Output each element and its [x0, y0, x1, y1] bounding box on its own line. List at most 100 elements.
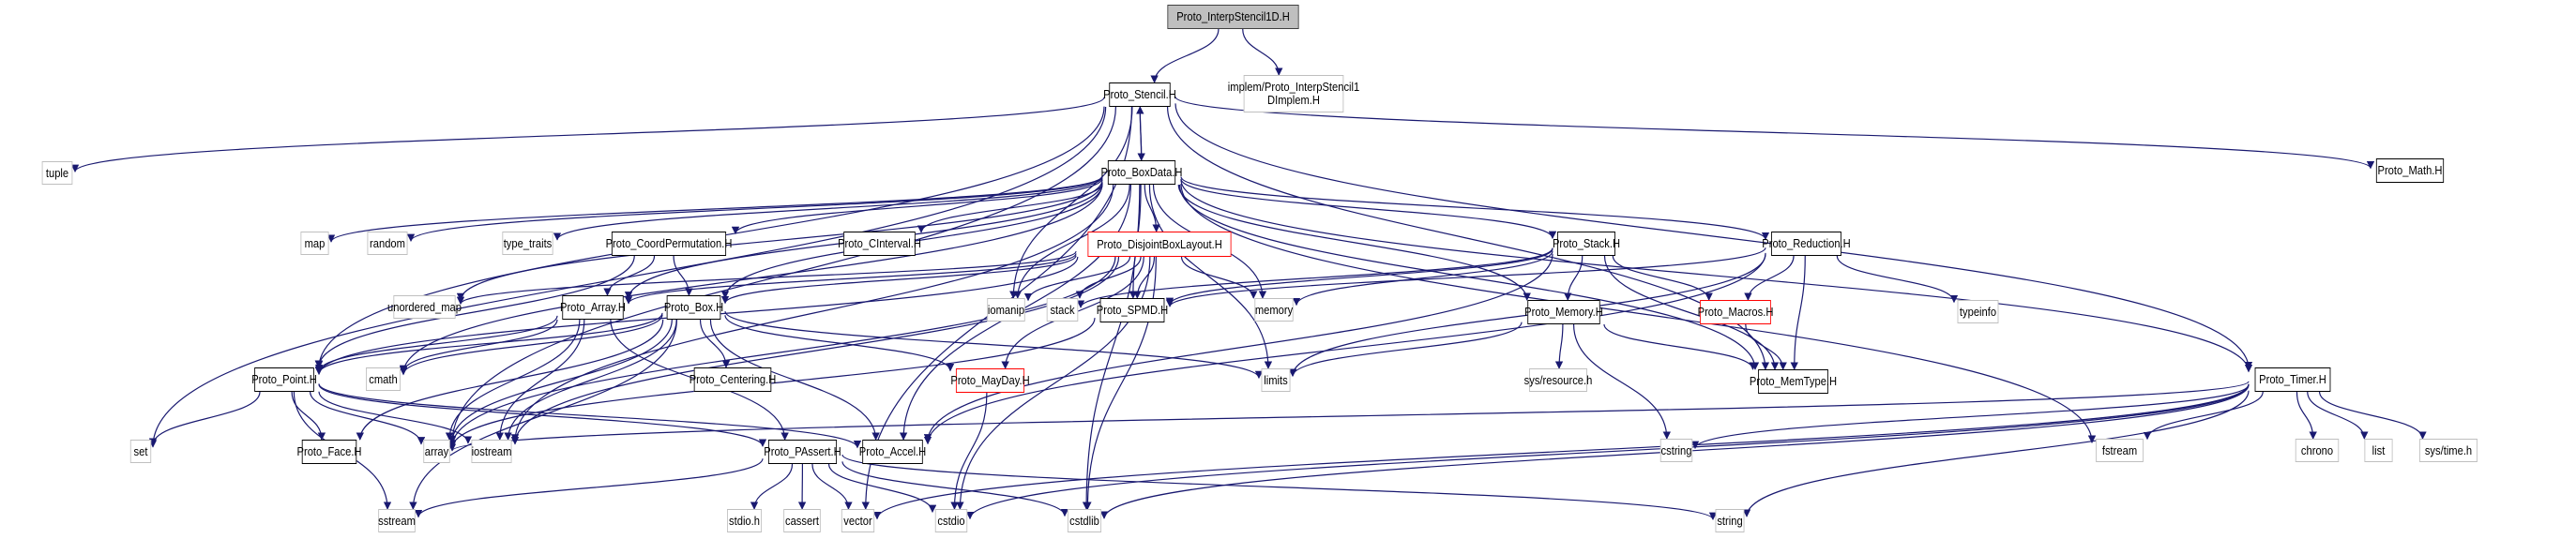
node-random: random — [367, 232, 408, 255]
edge-coordperm-to-array_h — [603, 255, 656, 296]
edge-dbl-to-array_h — [624, 253, 1077, 305]
edge-boxdata-to-dbl — [1144, 184, 1160, 232]
edge-box-to-sstream — [409, 319, 678, 510]
edge-boxdata-to-coordperm — [731, 178, 1103, 235]
edge-boxdata-to-type_traits — [553, 176, 1103, 241]
edge-reduction-to-typeinfo — [1836, 255, 1959, 304]
edge-memory_h-to-limits — [1288, 322, 1523, 378]
edge-passert-to-vector — [811, 463, 853, 510]
edge-passert-to-cstdlib — [841, 461, 1069, 517]
node-spmd[interactable]: Proto_SPMD.H — [1097, 298, 1168, 322]
edge-spmd-to-array — [447, 318, 1096, 449]
node-cstdlib: cstdlib — [1067, 509, 1102, 532]
edge-box-to-mayday — [724, 315, 955, 372]
edge-passert-to-cstdio — [827, 463, 937, 514]
edge-boxdata-to-stack_h — [1180, 178, 1557, 240]
edge-timer-to-chrono — [2296, 391, 2317, 440]
edge-stencil-to-tuple — [71, 97, 1105, 172]
edge-coordperm-to-point — [314, 255, 635, 368]
edge-stencil-to-array — [447, 106, 1116, 444]
node-memory-h[interactable]: Proto_Memory.H — [1524, 300, 1603, 324]
node-timer[interactable]: Proto_Timer.H — [2254, 367, 2331, 392]
edge-stack_h-to-stack — [1076, 247, 1553, 308]
edge-dbl-to-box — [720, 255, 1077, 305]
node-typeinfo: typeinfo — [1957, 300, 1999, 323]
edge-passert-to-stdio_h — [750, 463, 794, 510]
edge-stack_h-to-memory_h — [1564, 255, 1583, 301]
node-cinterval[interactable]: Proto_CInterval.H — [838, 232, 921, 256]
edge-stack_h-to-accel — [923, 253, 1553, 442]
node-systime: sys/time.h — [2419, 439, 2478, 462]
edge-macros-to-memtype — [1745, 323, 1787, 370]
edge-point-to-set — [148, 391, 261, 446]
node-dbl[interactable]: Proto_DisjointBoxLayout.H — [1087, 232, 1232, 257]
edge-box-to-array — [447, 319, 673, 444]
node-cmath: cmath — [366, 367, 401, 391]
node-array-h[interactable]: Proto_Array.H — [560, 295, 626, 320]
edge-dbl-to-memory — [1180, 256, 1258, 299]
node-accel[interactable]: Proto_Accel.H — [859, 440, 926, 464]
edge-stencil-to-set — [148, 106, 1107, 448]
node-string: string — [1715, 509, 1745, 532]
edge-memory_h-to-memtype — [1603, 323, 1757, 370]
edge-box-to-centering — [699, 319, 731, 368]
edge-timer-to-vector — [872, 383, 2250, 520]
node-type-traits: type_traits — [502, 232, 553, 255]
edge-interp-to-implem — [1242, 28, 1283, 76]
node-memtype[interactable]: Proto_MemType.H — [1750, 369, 1837, 394]
edge-interp-to-stencil — [1150, 28, 1220, 83]
edge-boxdata-to-map — [326, 175, 1103, 243]
node-centering[interactable]: Proto_Centering.H — [689, 367, 776, 392]
edge-box-to-face — [356, 319, 664, 441]
edge-box-to-iostream — [504, 319, 677, 441]
node-box[interactable]: Proto_Box.H — [664, 295, 723, 320]
node-iostream: iostream — [471, 440, 512, 463]
edge-passert-to-sstream — [414, 458, 764, 518]
edge-boxdata-to-iomanip — [1013, 184, 1130, 299]
node-memory: memory — [1254, 298, 1294, 322]
edge-boxdata-to-iostream — [510, 184, 1114, 442]
edge-timer-to-systime — [2318, 391, 2427, 440]
node-boxdata[interactable]: Proto_BoxData.H — [1101, 160, 1183, 185]
edge-stack_h-to-memtype — [1603, 255, 1780, 370]
edge-dbl-to-iostream — [510, 256, 1120, 445]
node-map: map — [300, 232, 329, 255]
node-macros[interactable]: Proto_Macros.H — [1698, 300, 1773, 324]
node-stack: stack — [1046, 298, 1079, 322]
node-cassert: cassert — [783, 509, 821, 532]
edge-timer-to-list — [2307, 391, 2369, 440]
node-implem: implem/Proto_InterpStencil1 DImplem.H — [1228, 75, 1359, 112]
edge-reduction-to-macros — [1744, 255, 1795, 301]
node-stack-h[interactable]: Proto_Stack.H — [1553, 232, 1620, 256]
edge-timer-to-array — [448, 381, 2250, 452]
edge-reduction-to-memtype — [1790, 255, 1806, 370]
node-cstdio: cstdio — [934, 509, 968, 532]
node-math[interactable]: Proto_Math.H — [2375, 158, 2445, 183]
edge-reduction-to-spmd — [1165, 247, 1766, 307]
edge-boxdata-to-memory_h — [1177, 184, 1531, 301]
edge-dbl-to-iomanip — [1023, 256, 1131, 302]
edge-timer-to-string — [1742, 390, 2250, 517]
node-unordered-map: unordered_map — [387, 295, 462, 319]
node-point[interactable]: Proto_Point.H — [251, 367, 317, 392]
node-stencil[interactable]: Proto_Stencil.H — [1103, 82, 1176, 107]
node-reduction[interactable]: Proto_Reduction.H — [1762, 232, 1851, 256]
node-stdio-h: stdio.h — [727, 509, 762, 532]
edge-boxdata-to-timer — [1180, 179, 2253, 373]
edge-reduction-to-accel — [923, 252, 1766, 445]
node-mayday[interactable]: Proto_MayDay.H — [950, 368, 1030, 393]
edge-stencil-to-memtype — [1166, 106, 1770, 370]
node-face[interactable]: Proto_Face.H — [297, 440, 361, 464]
edge-stack_h-to-memory — [1292, 250, 1553, 307]
edge-array_h-to-cmath — [399, 319, 558, 373]
edge-box-to-accel — [709, 319, 880, 441]
edge-mayday-to-cstdio — [950, 392, 988, 510]
edge-boxdata-to-limits — [1148, 184, 1273, 369]
node-array: array — [423, 440, 450, 463]
node-interp[interactable]: Proto_InterpStencil1D.H — [1167, 5, 1299, 29]
node-coordperm[interactable]: Proto_CoordPermutation.H — [606, 232, 732, 256]
node-passert[interactable]: Proto_PAssert.H — [764, 440, 841, 464]
node-iomanip: iomanip — [987, 298, 1025, 322]
